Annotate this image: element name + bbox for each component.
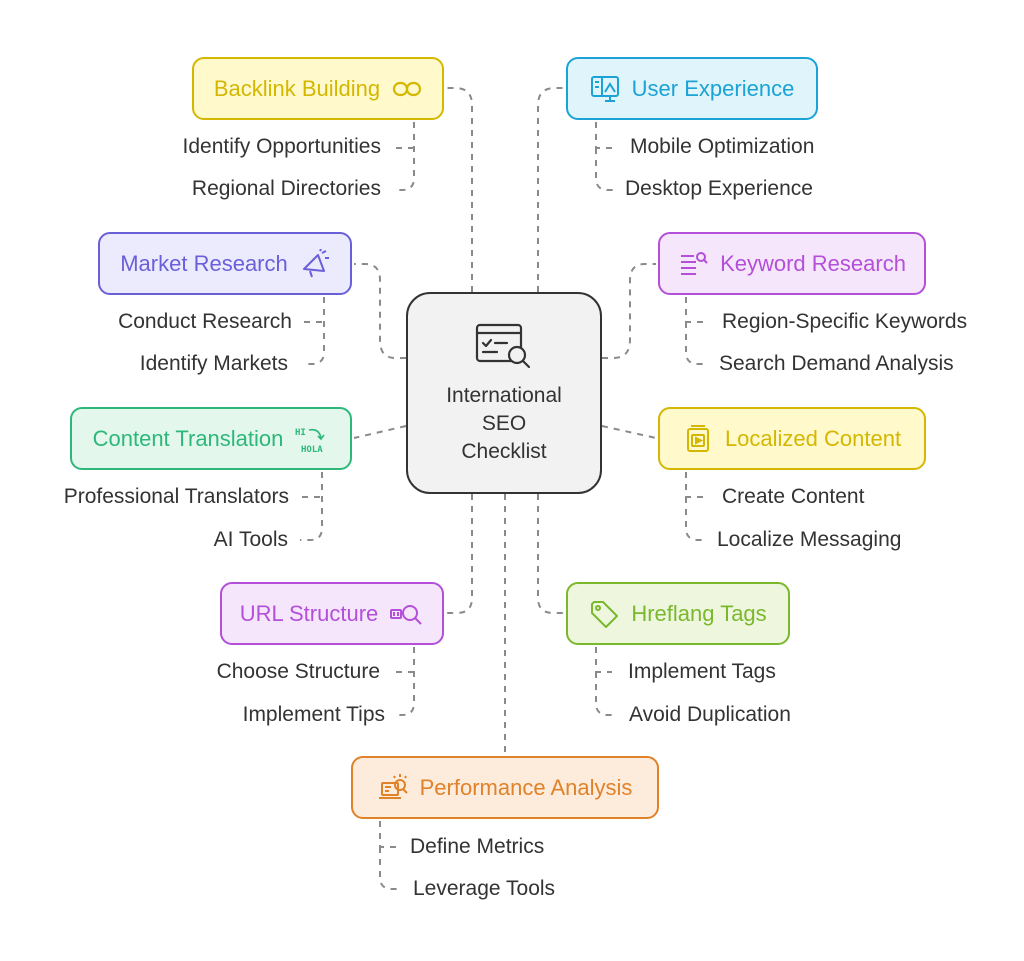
connector-line <box>300 472 323 541</box>
sub-item-conduct-research: Conduct Research <box>118 310 292 333</box>
connector-line <box>304 297 325 365</box>
url-search-icon <box>390 599 424 629</box>
hreflang-tags-node: Hreflang Tags <box>566 582 790 645</box>
market-research-node: Market Research <box>98 232 352 295</box>
sub-item-ai-tools: AI Tools <box>213 528 288 551</box>
connector-line <box>602 263 656 359</box>
performance-analysis-node: Performance Analysis <box>351 756 659 819</box>
center-title: International SEO Checklist <box>446 383 562 463</box>
node-label: Localized Content <box>724 425 902 451</box>
center-node: International SEO Checklist <box>406 292 602 494</box>
connector-line <box>595 122 614 191</box>
connector-line <box>394 122 415 191</box>
localized-content-node: Localized Content <box>658 407 926 470</box>
node-label: Content Translation <box>92 425 284 451</box>
node-label: Backlink Building <box>213 75 381 101</box>
connector-line <box>685 297 706 365</box>
node-label: Market Research <box>120 250 288 276</box>
connector-line <box>353 425 407 439</box>
megaphone-icon <box>300 248 330 279</box>
connector-line <box>394 647 415 716</box>
connector-line <box>685 472 704 541</box>
sub-item-localize-messaging: Localize Messaging <box>717 528 902 551</box>
connector-line <box>446 494 473 614</box>
connector-line <box>537 87 564 292</box>
sub-item-choose-structure: Choose Structure <box>216 660 380 683</box>
sub-item-implement-tips: Implement Tips <box>242 703 385 726</box>
sub-item-region-specific-keywords: Region-Specific Keywords <box>722 310 968 333</box>
sub-item-professional-translators: Professional Translators <box>63 485 289 508</box>
node-label: URL Structure <box>239 600 379 626</box>
node-label: User Experience <box>631 75 795 101</box>
laptop-analysis-icon <box>378 773 408 803</box>
video-content-icon <box>683 424 713 454</box>
sub-item-regional-directories: Regional Directories <box>191 177 381 200</box>
sub-item-define-metrics: Define Metrics <box>410 835 545 858</box>
svg-text:HOLA: HOLA <box>301 445 323 454</box>
connector-line <box>595 647 614 716</box>
sub-item-implement-tags: Implement Tags <box>628 660 776 683</box>
url-structure-node: URL Structure <box>220 582 444 645</box>
sub-item-identify-markets: Identify Markets <box>139 352 288 375</box>
connector-line <box>537 494 564 614</box>
sub-item-search-demand-analysis: Search Demand Analysis <box>719 352 954 375</box>
backlink-building-node: Backlink Building <box>192 57 444 120</box>
content-translation-node: Content Translation HI HOLA <box>70 407 352 470</box>
user-experience-node: User Experience <box>566 57 818 120</box>
connector-line <box>601 425 657 439</box>
node-label: Performance Analysis <box>419 774 633 800</box>
translate-icon: HI HOLA <box>295 424 329 454</box>
sub-item-identify-opportunities: Identify Opportunities <box>182 135 381 158</box>
sub-item-leverage-tools: Leverage Tools <box>413 877 556 900</box>
sub-item-avoid-duplication: Avoid Duplication <box>629 703 791 726</box>
node-label: Hreflang Tags <box>631 600 767 626</box>
keyword-research-node: Keyword Research <box>658 232 926 295</box>
connector-line <box>379 821 398 890</box>
sub-item-desktop-experience: Desktop Experience <box>625 177 813 200</box>
connector-line <box>446 87 473 292</box>
layout-icon <box>590 74 620 104</box>
sub-item-mobile-optimization: Mobile Optimization <box>630 135 815 158</box>
link-icon <box>392 74 422 104</box>
tag-icon <box>589 599 619 629</box>
sub-item-create-content: Create Content <box>722 485 865 508</box>
node-label: Keyword Research <box>720 250 906 276</box>
checklist-search-icon <box>473 321 535 376</box>
svg-text:HI: HI <box>295 428 306 438</box>
search-list-icon <box>678 249 708 279</box>
connector-line <box>354 263 406 359</box>
